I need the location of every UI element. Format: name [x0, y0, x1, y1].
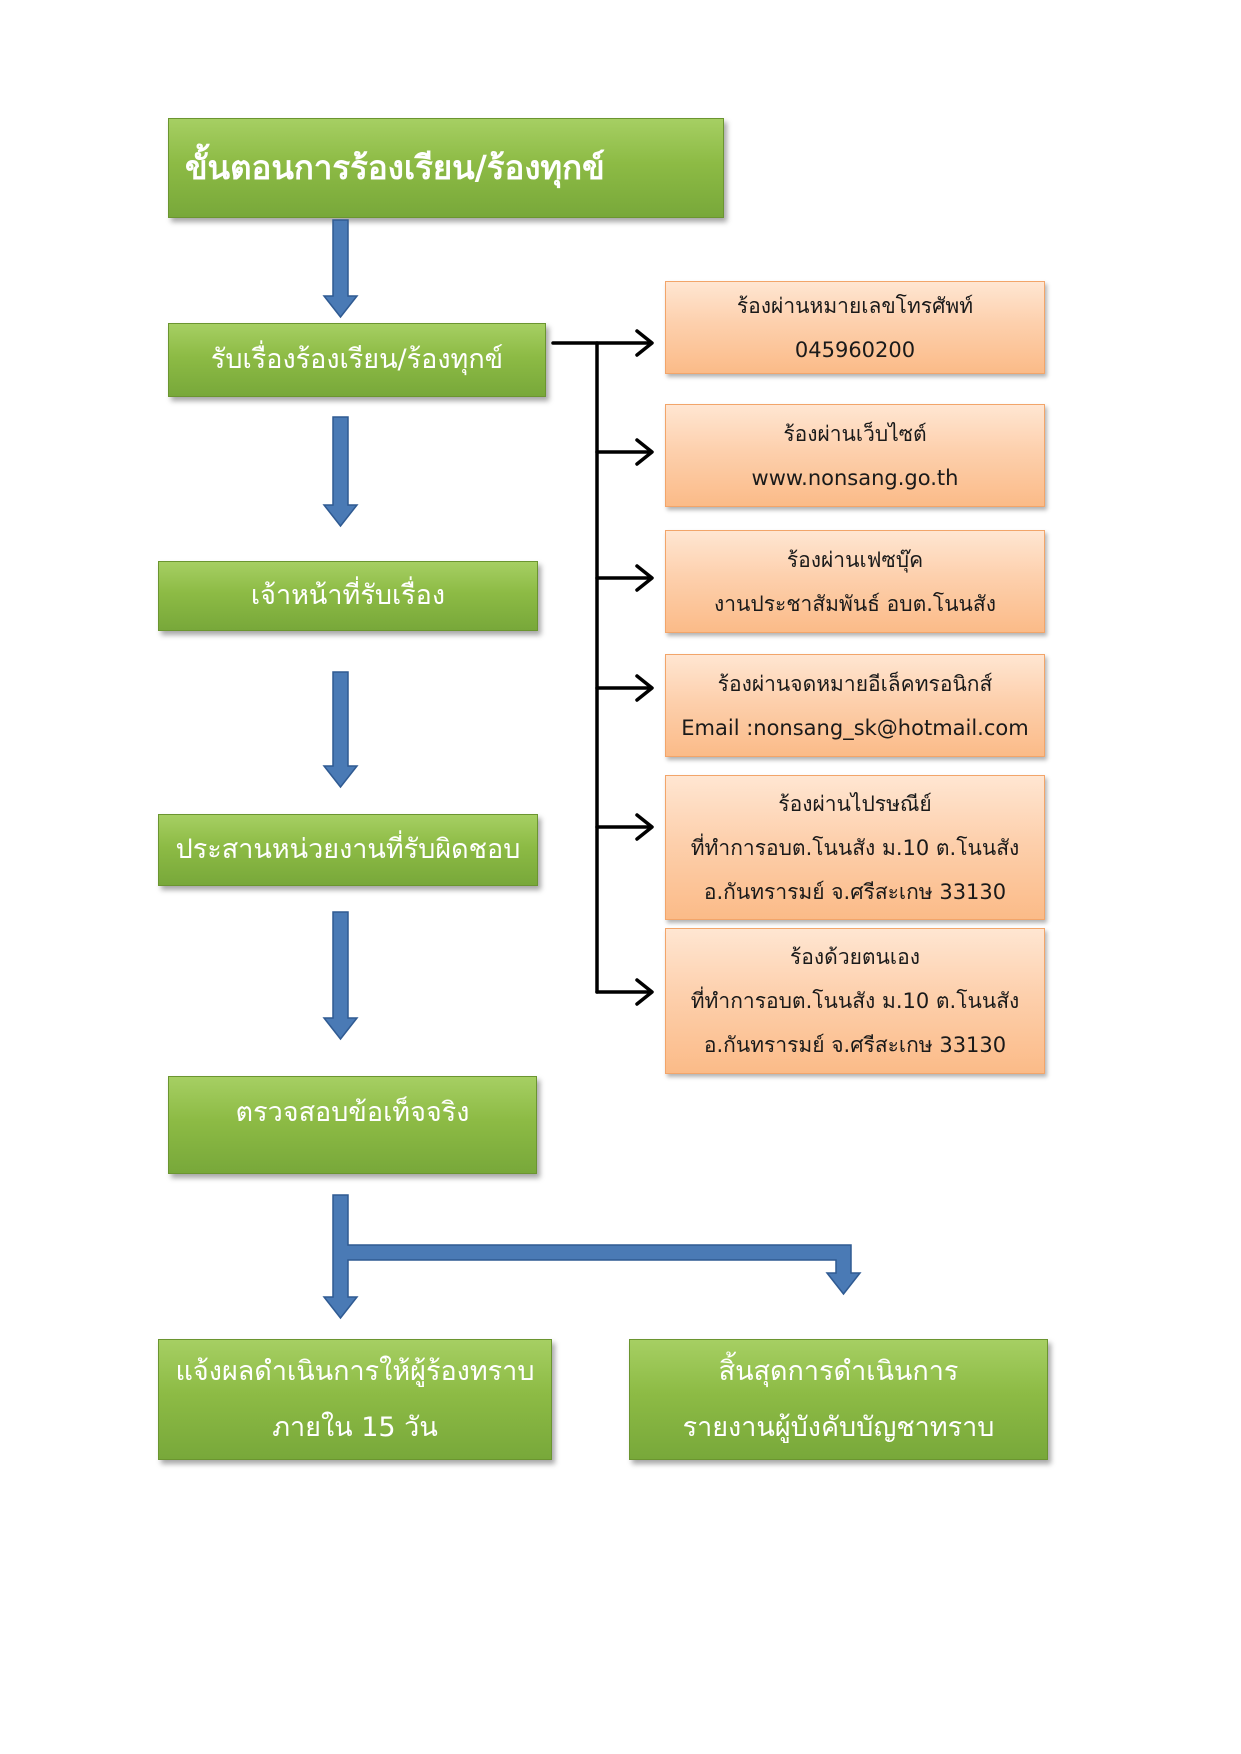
- channel-email: ร้องผ่านจดหมายอีเล็คทรอนิกส์ Email :nons…: [665, 654, 1045, 757]
- channel-label: ร้องผ่านไปรษณีย์: [778, 791, 932, 816]
- arrow-head-icon: [635, 329, 654, 357]
- step-label: สิ้นสุดการดำเนินการ: [718, 1355, 959, 1387]
- channel-post: ร้องผ่านไปรษณีย์ ที่ทำการอบต.โนนสัง ม.10…: [665, 775, 1045, 920]
- arrow-head-icon: [635, 674, 654, 702]
- channel-phone: ร้องผ่านหมายเลขโทรศัพท์ 045960200: [665, 281, 1045, 374]
- step-fact-check: ตรวจสอบข้อเท็จจริง: [168, 1076, 537, 1174]
- step-receive-complaint: รับเรื่องร้องเรียน/ร้องทุกข์: [168, 323, 546, 397]
- down-arrow-icon: [322, 671, 359, 789]
- down-arrow-icon: [322, 911, 359, 1041]
- channel-website: ร้องผ่านเว็บไซต์ www.nonsang.go.th: [665, 404, 1045, 507]
- diagram-title: ขั้นตอนการร้องเรียน/ร้องทุกข์: [185, 148, 605, 187]
- step-coordinate-agency: ประสานหน่วยงานที่รับผิดชอบ: [158, 814, 538, 886]
- channel-detail: ที่ทำการอบต.โนนสัง ม.10 ต.โนนสัง: [690, 989, 1020, 1013]
- channel-detail: 045960200: [794, 337, 916, 362]
- channel-detail: Email :nonsang_sk@hotmail.com: [681, 715, 1029, 740]
- channel-label: ร้องผ่านเว็บไซต์: [783, 421, 927, 446]
- arrow-head-icon: [635, 564, 654, 592]
- down-arrow-icon: [322, 416, 359, 528]
- step-label: รายงานผู้บังคับบัญชาทราบ: [682, 1411, 995, 1443]
- step-end-process: สิ้นสุดการดำเนินการ รายงานผู้บังคับบัญชา…: [629, 1339, 1048, 1460]
- channel-label: ร้องด้วยตนเอง: [790, 945, 920, 969]
- step-officer-receives: เจ้าหน้าที่รับเรื่อง: [158, 561, 538, 631]
- channel-detail: อ.กันทรารมย์ จ.ศรีสะเกษ 33130: [703, 879, 1007, 904]
- channel-label: ร้องผ่านหมายเลขโทรศัพท์: [736, 293, 974, 318]
- channel-detail: งานประชาสัมพันธ์ อบต.โนนสัง: [713, 591, 996, 616]
- step-label: รับเรื่องร้องเรียน/ร้องทุกข์: [210, 344, 504, 375]
- channel-detail: ที่ทำการอบต.โนนสัง ม.10 ต.โนนสัง: [690, 835, 1020, 860]
- channel-in-person: ร้องด้วยตนเอง ที่ทำการอบต.โนนสัง ม.10 ต.…: [665, 928, 1045, 1074]
- step-label: แจ้งผลดำเนินการให้ผู้ร้องทราบ: [175, 1355, 535, 1387]
- split-arrow-icon: [322, 1194, 862, 1320]
- channel-detail: www.nonsang.go.th: [751, 465, 959, 490]
- title-box: ขั้นตอนการร้องเรียน/ร้องทุกข์: [168, 118, 724, 218]
- step-label: ประสานหน่วยงานที่รับผิดชอบ: [175, 834, 521, 865]
- channel-label: ร้องผ่านจดหมายอีเล็คทรอนิกส์: [717, 671, 993, 696]
- step-label: เจ้าหน้าที่รับเรื่อง: [250, 580, 446, 611]
- arrow-head-icon: [635, 438, 654, 466]
- step-label: ตรวจสอบข้อเท็จจริง: [235, 1097, 470, 1128]
- arrow-head-icon: [635, 813, 654, 841]
- channel-detail: อ.กันทรารมย์ จ.ศรีสะเกษ 33130: [703, 1033, 1007, 1057]
- channel-connectors: [551, 329, 654, 1006]
- channel-facebook: ร้องผ่านเฟซบุ๊ค งานประชาสัมพันธ์ อบต.โนน…: [665, 530, 1045, 633]
- step-label: ภายใน 15 วัน: [272, 1411, 438, 1443]
- step-notify-result: แจ้งผลดำเนินการให้ผู้ร้องทราบ ภายใน 15 ว…: [158, 1339, 552, 1460]
- arrow-head-icon: [635, 978, 654, 1006]
- channel-label: ร้องผ่านเฟซบุ๊ค: [786, 547, 924, 572]
- down-arrow-icon: [322, 219, 359, 319]
